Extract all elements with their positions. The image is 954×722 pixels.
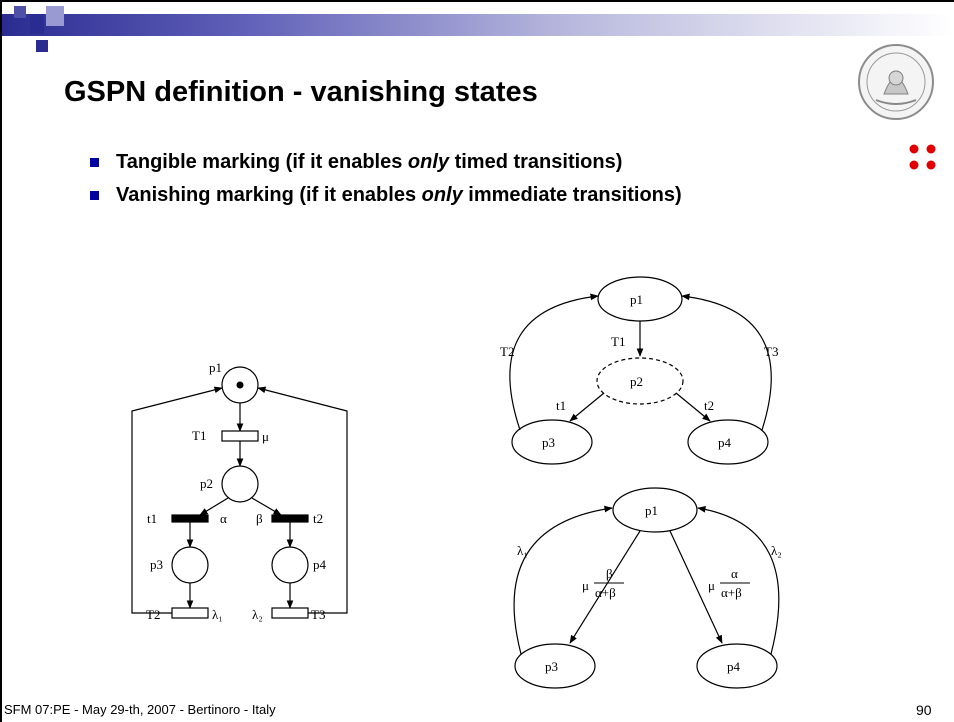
bullet-square-icon <box>90 158 99 167</box>
red-label-p3: p3 <box>545 659 558 674</box>
slide-border-left <box>0 0 2 722</box>
red-label-den-right: α+β <box>721 585 742 600</box>
rg-label-t2: t2 <box>704 398 714 413</box>
token <box>236 381 244 389</box>
place-p2 <box>221 465 259 503</box>
slide-border-top <box>0 0 954 2</box>
red-label-lambda1: λ₁ <box>517 543 528 558</box>
bullet-item: Vanishing marking (if it enables only im… <box>90 179 682 212</box>
red-label-den-left: α+β <box>595 585 616 600</box>
transition-T3 <box>271 607 309 619</box>
red-label-mu-left: μ <box>582 578 589 593</box>
reduced-graph <box>513 487 780 689</box>
node-p3 <box>511 419 593 465</box>
net-label-p1: p1 <box>209 360 222 375</box>
red-label-lambda2: λ₂ <box>771 543 782 558</box>
rg-label-p4: p4 <box>718 435 732 450</box>
node-p4 <box>687 419 769 465</box>
footer-text: SFM 07:PE - May 29-th, 2007 - Bertinoro … <box>4 702 276 717</box>
university-seal-logo <box>858 44 934 120</box>
reachability-graph <box>509 276 772 465</box>
rg-label-p1: p1 <box>630 292 643 307</box>
header-gradient-band <box>2 14 952 36</box>
net-label-T2: T2 <box>146 607 160 622</box>
decor-square <box>46 6 64 26</box>
rg-label-T3: T3 <box>764 344 778 359</box>
net-label-alpha: α <box>220 511 227 526</box>
transition-T1 <box>221 430 259 442</box>
corner-dots-decoration <box>909 144 936 170</box>
transition-t2 <box>271 514 309 523</box>
decor-square <box>36 40 48 52</box>
transition-t1 <box>171 514 209 523</box>
rg-label-p3: p3 <box>542 435 555 450</box>
node-p3 <box>514 643 596 689</box>
red-label-p4: p4 <box>727 659 741 674</box>
decor-square <box>30 14 44 34</box>
node-p4 <box>696 643 778 689</box>
place-p4 <box>271 546 309 584</box>
net-label-p4: p4 <box>313 557 327 572</box>
net-label-lambda1: λ₁ <box>212 607 223 622</box>
rg-label-t1: t1 <box>556 398 566 413</box>
red-label-p1: p1 <box>645 503 658 518</box>
bullet-square-icon <box>90 191 99 200</box>
node-p1 <box>612 487 698 533</box>
net-label-mu: μ <box>262 429 269 444</box>
red-label-beta: β <box>606 566 613 581</box>
page-number: 90 <box>916 702 932 718</box>
bullet-item: Tangible marking (if it enables only tim… <box>90 146 682 179</box>
page-title: GSPN definition - vanishing states <box>64 76 538 108</box>
rg-label-p2: p2 <box>630 374 643 389</box>
net-label-beta: β <box>256 511 263 526</box>
decor-square <box>14 6 26 18</box>
bullet-list: Tangible marking (if it enables only tim… <box>90 146 682 212</box>
node-p2-vanishing <box>596 357 684 405</box>
red-label-mu-right: μ <box>708 578 715 593</box>
net-label-T3: T3 <box>311 607 325 622</box>
net-label-p2: p2 <box>200 476 213 491</box>
net-label-T1: T1 <box>192 428 206 443</box>
transition-T2 <box>171 607 209 619</box>
red-label-alpha: α <box>731 566 738 581</box>
net-label-t1: t1 <box>147 511 157 526</box>
gspn-petri-net <box>131 366 348 619</box>
net-label-p3: p3 <box>150 557 163 572</box>
rg-label-T1: T1 <box>611 334 625 349</box>
rg-label-T2: T2 <box>500 344 514 359</box>
net-label-t2: t2 <box>313 511 323 526</box>
net-label-lambda2: λ₂ <box>252 607 263 622</box>
place-p3 <box>171 546 209 584</box>
